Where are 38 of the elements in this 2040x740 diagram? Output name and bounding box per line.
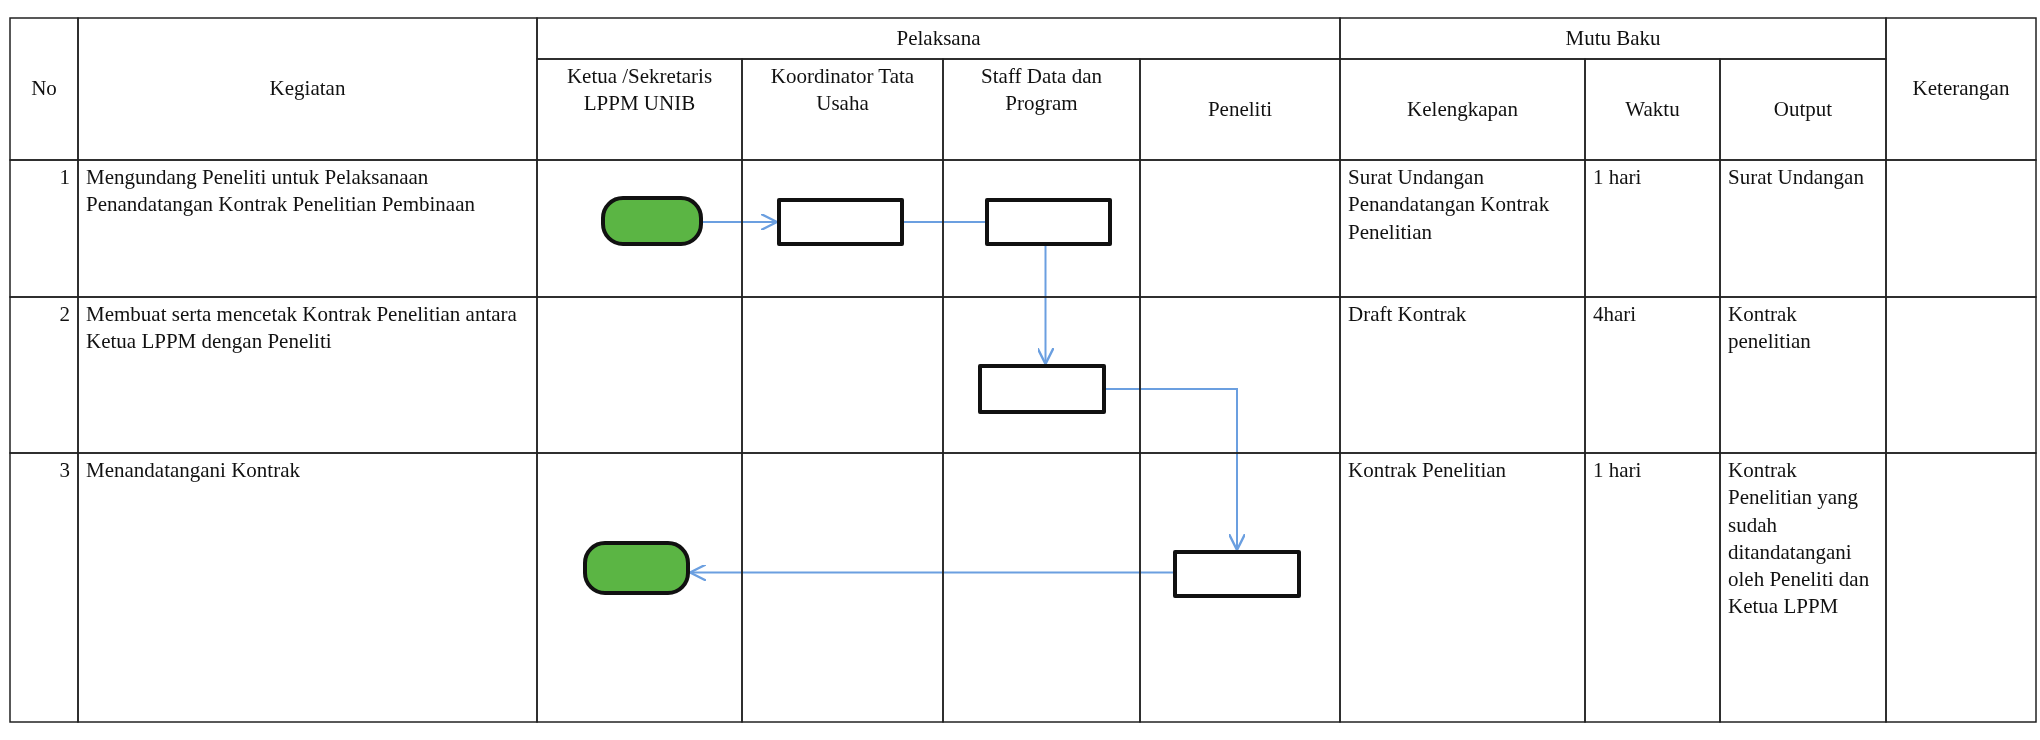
requirement-text: Surat Undangan Penandatangan Kontrak Penelitian — [1348, 164, 1551, 246]
column-header: Keterangan — [1912, 75, 2010, 103]
process-box — [985, 198, 1112, 246]
connector-line — [903, 221, 986, 223]
terminator-shape — [601, 196, 703, 246]
row-number: 3 — [59, 457, 70, 484]
row-number: 1 — [59, 164, 70, 191]
column-header: Ketua /Sekretaris LPPM UNIB — [565, 63, 714, 118]
column-header: Peneliti — [1207, 95, 1273, 123]
column-header: Kelengkapan — [1407, 95, 1518, 123]
activity-text: Menandatangani Kontrak — [86, 457, 300, 484]
output-text: Kontrak Penelitian yang sudah ditandatangani oleh Peneliti dan Ketua LPPM — [1728, 457, 1871, 621]
column-header: Waktu — [1625, 95, 1680, 123]
activity-text: Membuat serta mencetak Kontrak Penelitian antara Ketua LPPM dengan Peneliti — [86, 301, 518, 356]
process-box — [978, 364, 1106, 414]
arrow — [1036, 245, 1055, 366]
column-header: Output — [1773, 95, 1833, 123]
group-header: Mutu Baku — [1565, 24, 1661, 52]
arrow — [688, 563, 1174, 582]
terminator-shape — [583, 541, 690, 595]
duration-text: 1 hari — [1593, 457, 1642, 484]
row-number: 2 — [59, 301, 70, 328]
duration-text: 4hari — [1593, 301, 1637, 328]
arrow — [1105, 388, 1247, 552]
requirement-text: Kontrak Penelitian — [1348, 457, 1507, 484]
arrow — [702, 212, 779, 232]
column-header: No — [31, 75, 57, 103]
column-header: Staff Data dan Program — [980, 63, 1103, 118]
group-header: Pelaksana — [896, 24, 981, 52]
activity-text: Mengundang Peneliti untuk Pelaksanaan Penandatangan Kontrak Penelitian Pembinaan — [86, 164, 476, 219]
process-box — [777, 198, 904, 246]
column-header: Kegiatan — [269, 75, 346, 103]
column-header: Koordinator Tata Usaha — [769, 63, 916, 118]
process-box — [1173, 550, 1301, 598]
output-text: Kontrak penelitian — [1728, 301, 1812, 356]
requirement-text: Draft Kontrak — [1348, 301, 1467, 328]
output-text: Surat Undangan — [1728, 164, 1864, 191]
duration-text: 1 hari — [1593, 164, 1642, 191]
